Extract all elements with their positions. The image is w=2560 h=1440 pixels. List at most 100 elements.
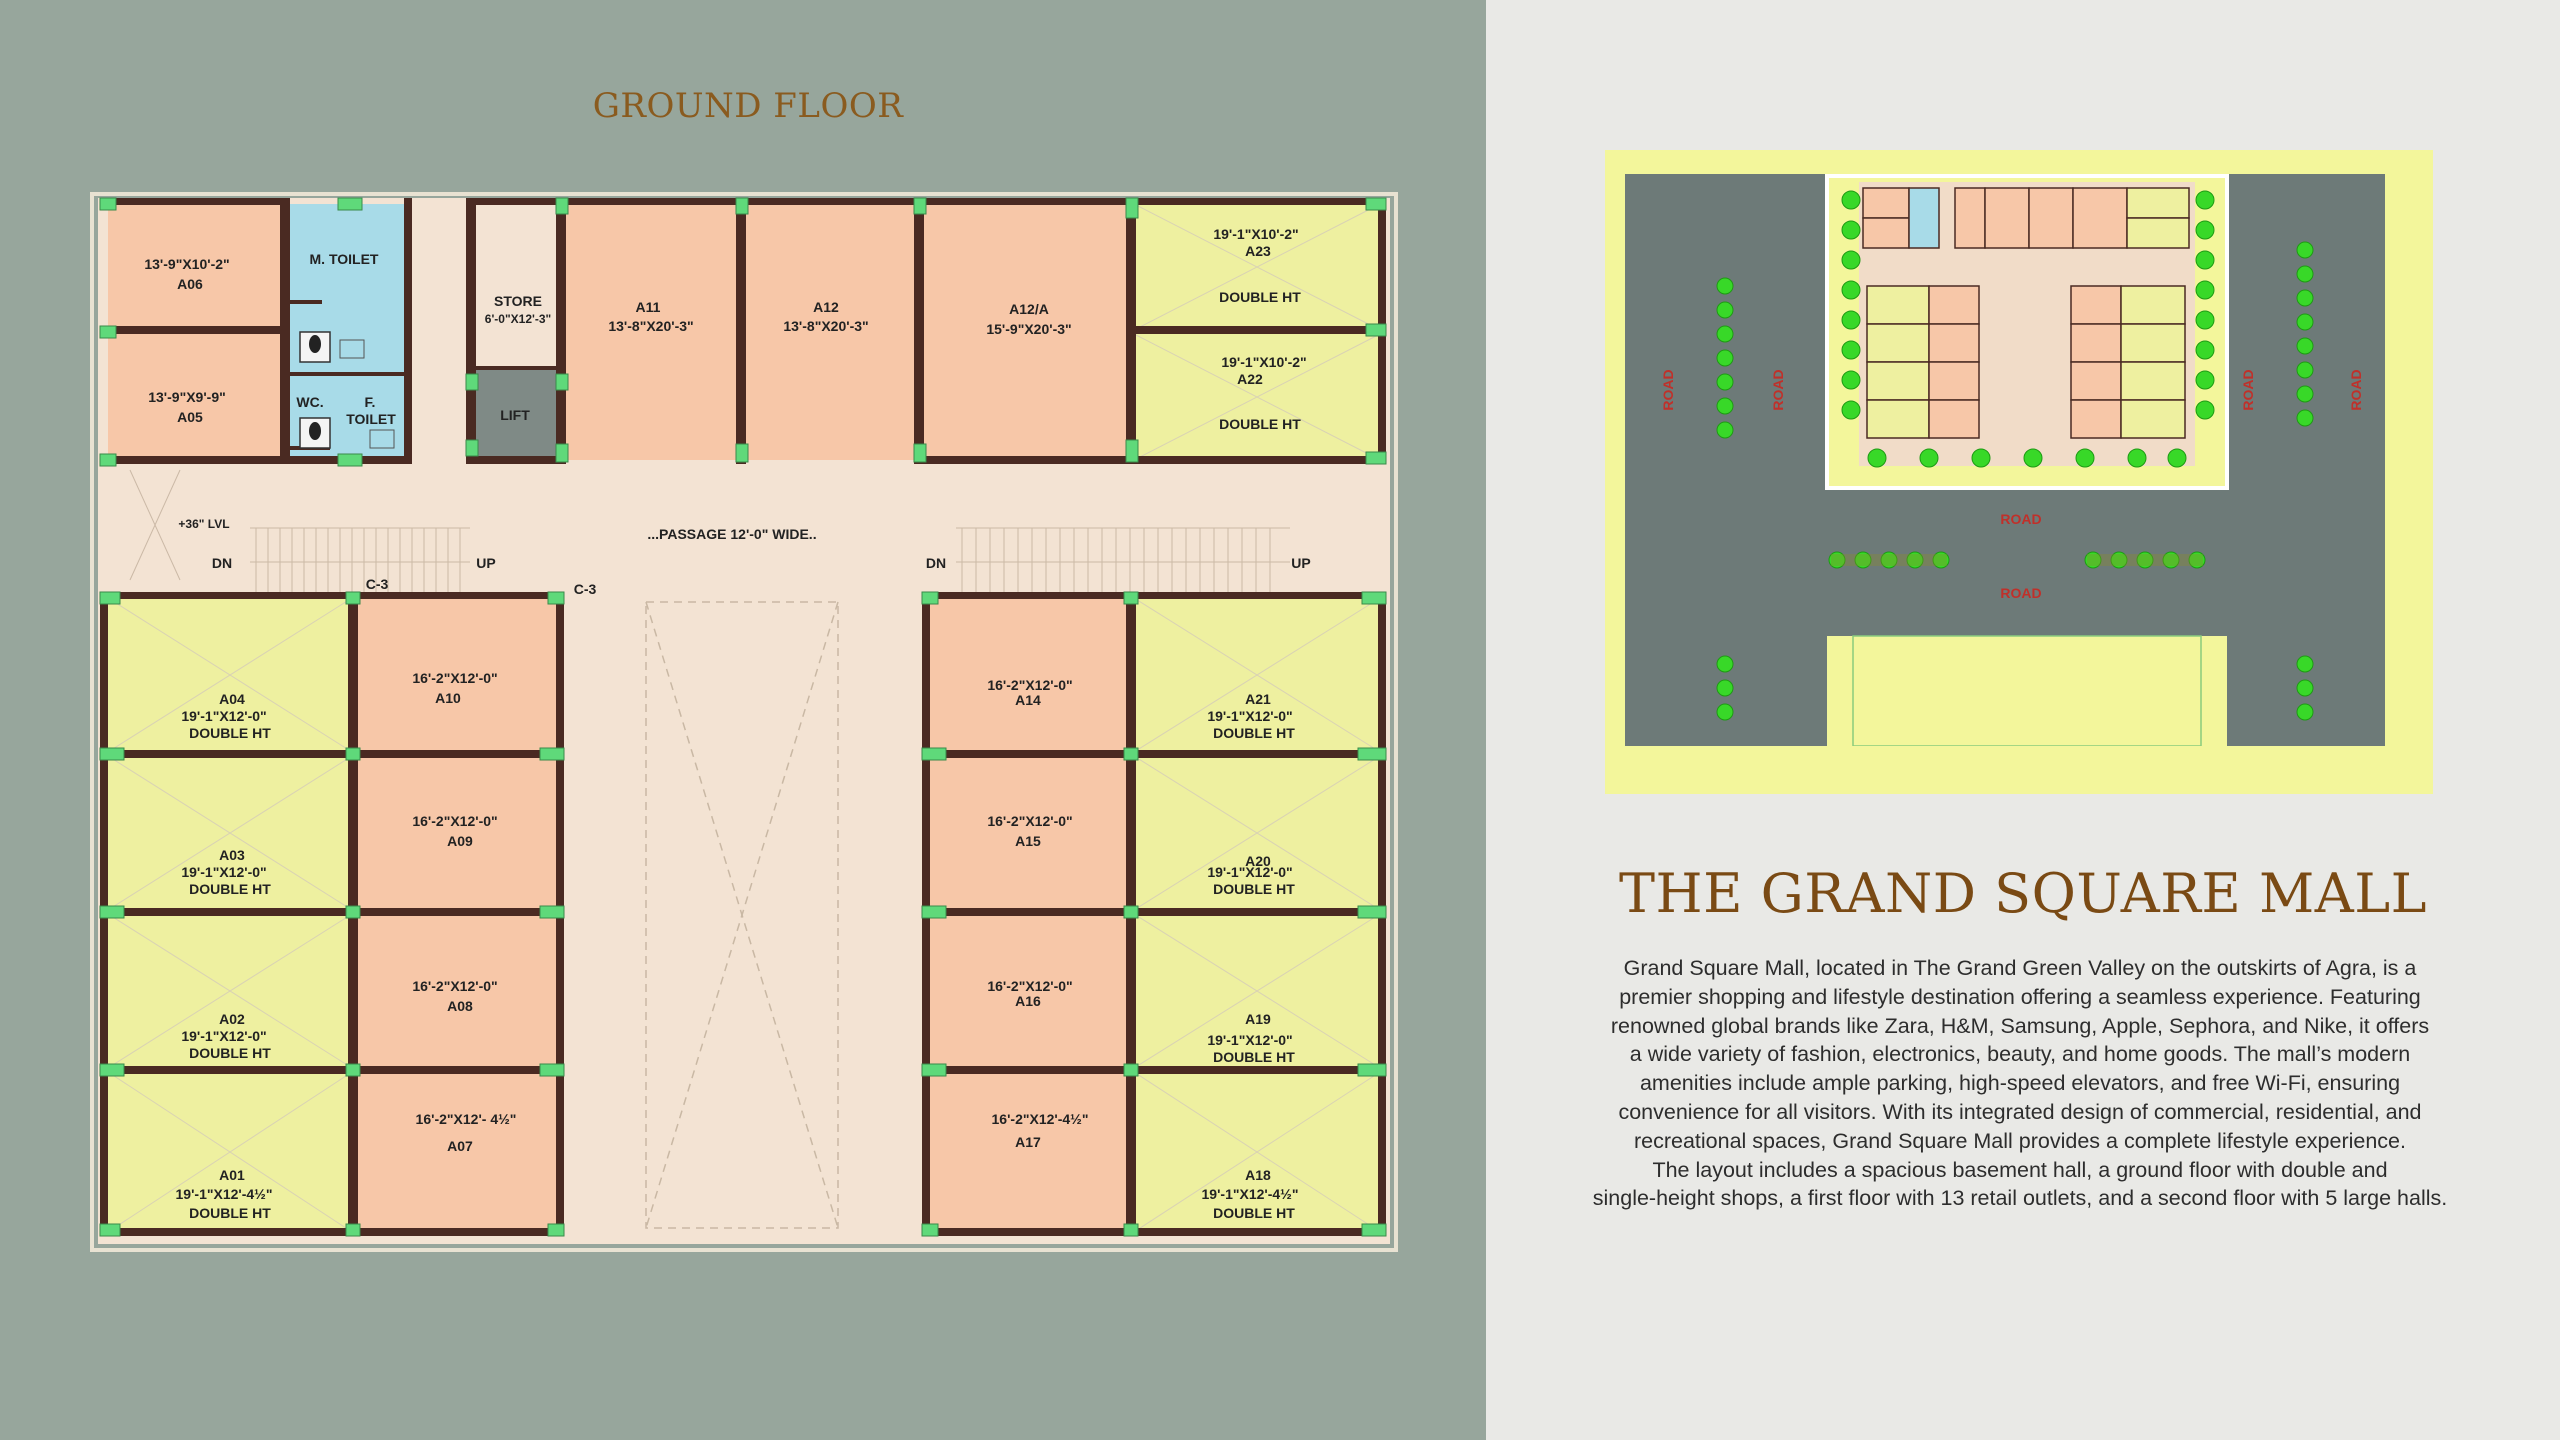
label-a04-ht: DOUBLE HT [189,725,271,741]
label-a01-id: A01 [219,1167,245,1183]
toilet-fixtures [299,331,395,449]
label-dn-right: DN [926,555,946,571]
label-a18-ht: DOUBLE HT [1213,1205,1295,1221]
label-lvl: +36" LVL [178,517,229,531]
site-plan: ROAD ROAD ROAD ROAD ROAD ROAD [1605,150,2433,794]
label-a20-ht: DOUBLE HT [1213,881,1295,897]
description-line: recreational spaces, Grand Square Mall p… [1633,1128,2406,1153]
label-a03-size: 19'-1"X12'-0" [181,864,266,880]
label-a16-size: 16'-2"X12'-0" [987,978,1072,994]
label-a12a-id: A12/A [1009,301,1049,317]
room-a16 [930,914,1128,1068]
label-a02-ht: DOUBLE HT [189,1045,271,1061]
label-m-toilet: M. TOILET [310,251,379,267]
room-a06 [108,204,282,330]
label-store-size: 6'-0"X12'-3" [485,312,551,326]
right-verge [2385,174,2403,758]
room-a10 [358,598,556,752]
label-a06-size: 13'-9"X10'-2" [144,256,229,272]
columns [99,197,1387,1237]
lower-plot [1827,636,2227,760]
description-line: convenience for all visitors. With its i… [1618,1099,2422,1124]
description-line: amenities include ample parking, high-sp… [1639,1071,2401,1096]
bottom-verge [1625,746,2403,760]
label-a19-size: 19'-1"X12'-0" [1207,1032,1292,1048]
label-a17-id: A17 [1015,1134,1041,1150]
label-a01-ht: DOUBLE HT [189,1205,271,1221]
label-a04-size: 19'-1"X12'-0" [181,708,266,724]
label-a05-id: A05 [177,409,203,425]
label-a14-id: A14 [1015,692,1041,708]
room-labels: 13'-9"X10'-2" A06 13'-9"X9'-9" A05 M. TO… [144,226,1310,1221]
label-a07-size: 16'-2"X12'- 4½" [416,1111,517,1127]
label-wc: WC. [296,394,323,410]
label-a16-id: A16 [1015,993,1041,1009]
label-a23-id: A23 [1245,243,1271,259]
label-a10-id: A10 [435,690,461,706]
road-label-right-outer: ROAD [2348,369,2364,410]
label-a18-id: A18 [1245,1167,1271,1183]
label-lift: LIFT [500,407,530,423]
label-a02-size: 19'-1"X12'-0" [181,1028,266,1044]
label-a18-size: 19'-1"X12'-4½" [1202,1186,1299,1202]
label-a21-id: A21 [1245,691,1271,707]
label-a19-ht: DOUBLE HT [1213,1049,1295,1065]
atrium-void [645,601,839,1229]
label-a02-id: A02 [219,1011,245,1027]
room-a08 [358,914,556,1068]
stair-left [250,527,470,596]
label-a03-ht: DOUBLE HT [189,881,271,897]
room-a12a [922,204,1128,460]
label-a22-id: A22 [1237,371,1263,387]
stair-right [956,527,1290,596]
description-line: Grand Square Mall, located in The Grand … [1623,956,2417,980]
label-a03-id: A03 [219,847,245,863]
road-label-middle: ROAD [2000,511,2041,527]
road-label-right-inner: ROAD [2240,369,2256,410]
description-line: premier shopping and lifestyle destinati… [1619,984,2421,1009]
label-f-toilet-2: TOILET [346,411,396,427]
label-a11-id: A11 [636,299,661,315]
label-a20-id: A20 [1245,853,1271,869]
room-a07 [358,1072,556,1232]
label-a23-ht: DOUBLE HT [1219,289,1301,305]
room-a14 [930,598,1128,752]
label-a05-size: 13'-9"X9'-9" [148,389,226,405]
plan-outline [90,192,1398,1252]
label-a10-size: 16'-2"X12'-0" [412,670,497,686]
label-up-left: UP [476,555,495,571]
mall-title: THE GRAND SQUARE MALL [1618,862,2428,925]
mall-plot-border [1825,174,2229,490]
room-a09 [358,756,556,910]
label-a04-id: A04 [219,691,245,707]
room-a12 [744,204,918,460]
label-a23-size: 19'-1"X10'-2" [1213,226,1298,242]
label-passage: ...PASSAGE 12'-0" WIDE.. [647,526,816,542]
description-line: single-height shops, a first floor with … [1592,1186,2448,1211]
label-a15-id: A15 [1015,833,1041,849]
ramp-left [129,469,181,581]
label-a01-size: 19'-1"X12'-4½" [176,1186,273,1202]
label-a22-size: 19'-1"X10'-2" [1221,354,1306,370]
label-dn-left: DN [212,555,232,571]
label-a11-size: 13'-8"X20'-3" [608,318,693,334]
label-a12-size: 13'-8"X20'-3" [783,318,868,334]
label-a14-size: 16'-2"X12'-0" [987,677,1072,693]
label-f-toilet-1: F. [365,394,376,410]
road-label-left-outer: ROAD [1660,369,1676,410]
label-store: STORE [494,293,542,309]
label-a09-id: A09 [447,833,473,849]
label-a08-id: A08 [447,998,473,1014]
room-a05 [108,334,282,460]
mall-description: Grand Square Mall, located in The Grand … [1540,954,2500,1213]
double-height-hatch [107,203,1381,1233]
label-a07-id: A07 [447,1138,473,1154]
label-a06-id: A06 [177,276,203,292]
lift-shaft [474,370,562,460]
room-a11 [566,204,740,460]
label-a09-size: 16'-2"X12'-0" [412,813,497,829]
label-c3-a: C-3 [366,576,389,592]
tree-icons [1716,190,2314,721]
room-store [478,204,562,364]
label-a12a-size: 15'-9"X20'-3" [986,321,1071,337]
